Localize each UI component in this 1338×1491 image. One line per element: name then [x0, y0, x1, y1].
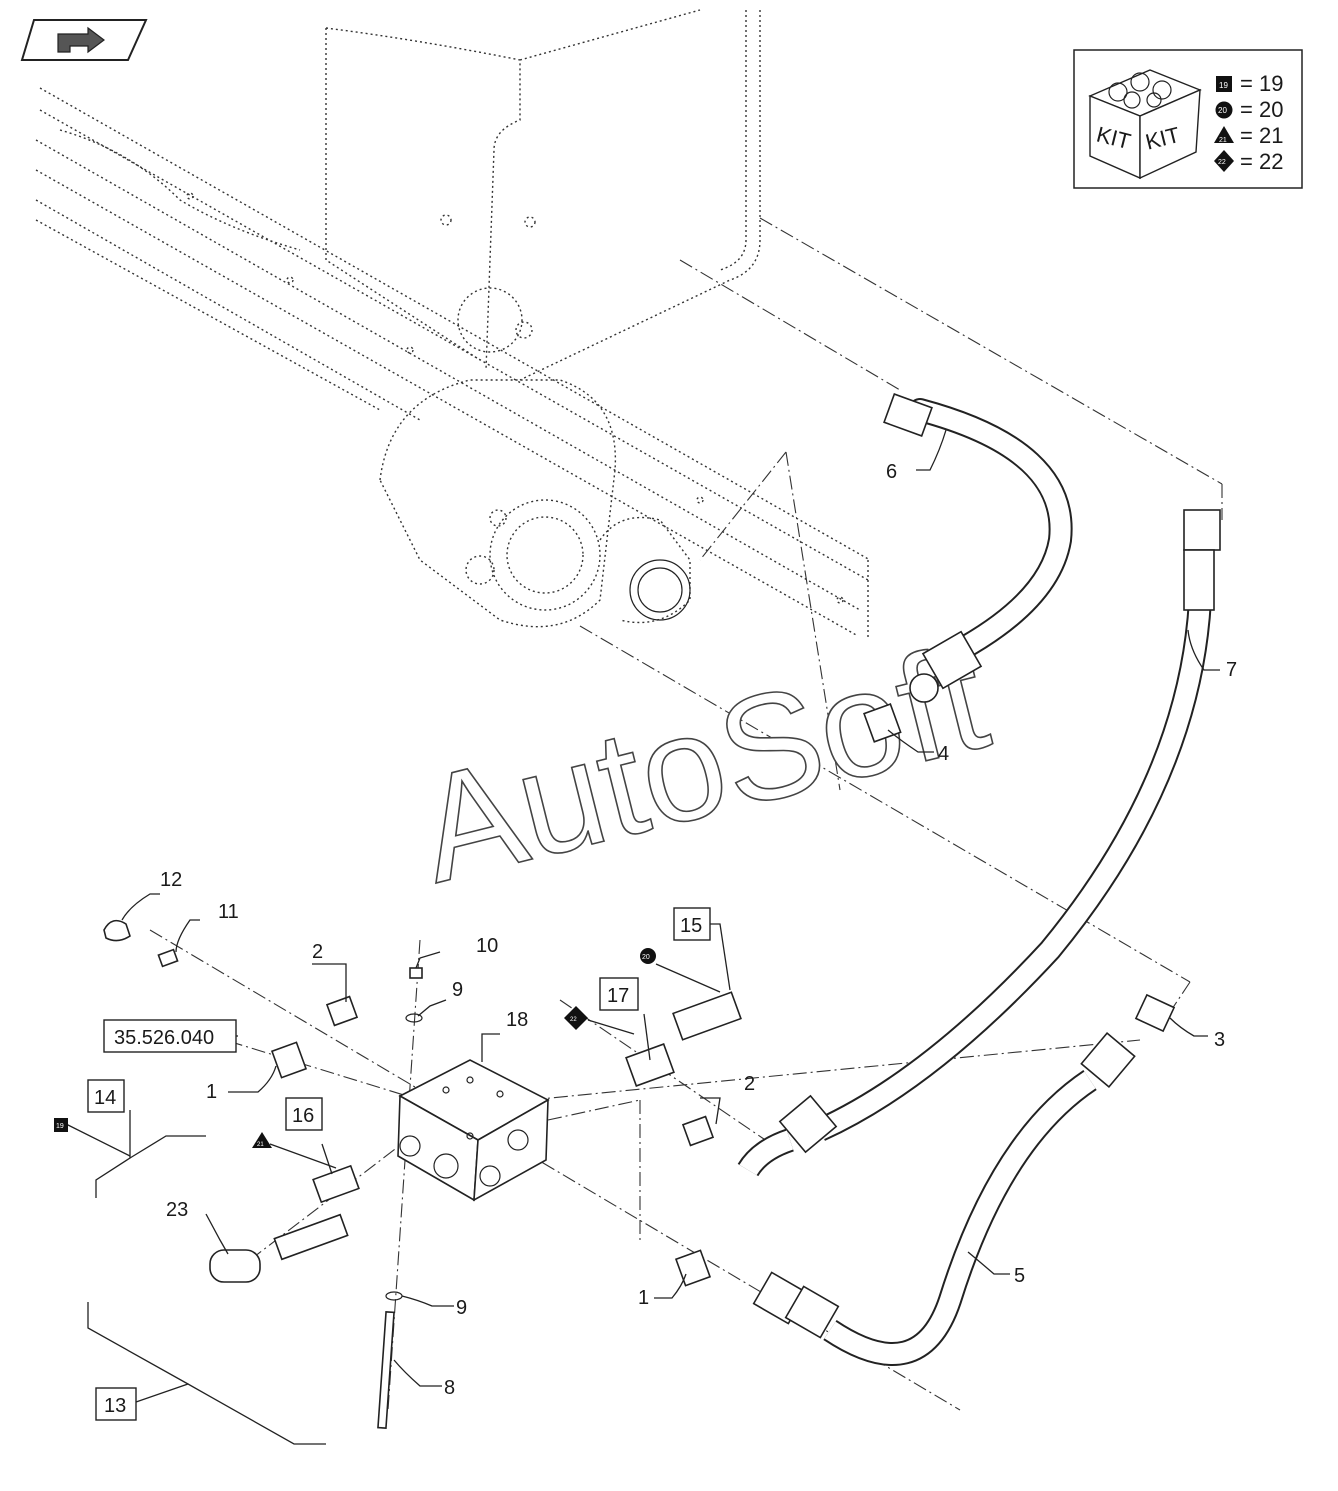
cartridge-17: [625, 1043, 675, 1087]
return-arrow-button[interactable]: [20, 19, 148, 61]
boxed-callout-13-text: 13: [104, 1395, 126, 1417]
leader-lines: [65, 429, 1220, 1445]
legend-item-20: 20 = 20: [1215, 97, 1283, 122]
watermark: AutoSoft: [403, 612, 1002, 914]
callout-2b: 2: [744, 1073, 755, 1095]
legend-item-19: 19 = 19: [1216, 71, 1283, 96]
kit-legend: KIT KIT 19 = 19 20 = 20 21 = 21 22 = 22: [1073, 49, 1303, 189]
legend-text-21: = 21: [1240, 123, 1283, 148]
valve-block-18: [397, 1059, 550, 1202]
boxed-callout-17[interactable]: 17: [599, 977, 639, 1011]
callout-11: 11: [218, 901, 239, 923]
cartridge-valve: [273, 1213, 349, 1261]
fitting-1b: [674, 1249, 712, 1287]
return-arrow-icon: [57, 26, 105, 54]
callout-8: 8: [444, 1377, 455, 1399]
legend-symbol-20: 20: [1218, 106, 1227, 115]
washer-9a: [405, 1013, 423, 1023]
callout-6: 6: [886, 461, 897, 483]
small-parts: [103, 919, 742, 1429]
cartridge-16: [312, 1164, 360, 1204]
symbol-markers: 19 20 21 22: [54, 948, 656, 1148]
fitting-11: [157, 948, 179, 968]
boxed-callout-15[interactable]: 15: [673, 907, 711, 941]
legend-text-22: = 22: [1240, 149, 1283, 174]
callout-4: 4: [938, 743, 949, 765]
boxed-callout-13[interactable]: 13: [95, 1387, 137, 1421]
callout-1b: 1: [638, 1287, 649, 1309]
circle-symbol-20: 20: [640, 948, 656, 964]
callout-5: 5: [1014, 1265, 1025, 1287]
hose-5: [752, 1031, 1136, 1366]
triangle-symbol-21-text: 21: [257, 1142, 264, 1148]
triangle-symbol-21: 21: [252, 1132, 272, 1148]
boxed-callout-ref[interactable]: 35.526.040: [103, 1019, 237, 1053]
legend-symbol-22: 22: [1218, 159, 1226, 166]
chassis-frame: [35, 9, 871, 640]
boxed-callout-16[interactable]: 16: [285, 1097, 323, 1131]
square-symbol-19-text: 19: [56, 1123, 64, 1130]
callout-10: 10: [476, 935, 498, 957]
boxed-callout-14[interactable]: 14: [87, 1079, 125, 1113]
boxed-callout-16-text: 16: [292, 1105, 314, 1127]
hose-6: [883, 393, 1073, 703]
boxed-callout-17-text: 17: [607, 985, 629, 1007]
coil-23: [209, 1249, 261, 1283]
callout-labels: 6 7 4 3 5 1 1 2 2 8 9 9 10 11 12 18 23: [160, 461, 1237, 1399]
callout-12: 12: [160, 869, 182, 891]
callout-1a: 1: [206, 1081, 217, 1103]
legend-symbol-21: 21: [1219, 137, 1227, 144]
callout-2a: 2: [312, 941, 323, 963]
callout-9a: 9: [452, 979, 463, 1001]
callout-7: 7: [1226, 659, 1237, 681]
washer-9b: [385, 1291, 403, 1301]
bolt-8: [377, 1311, 395, 1429]
diamond-symbol-22-text: 22: [570, 1017, 577, 1023]
legend-symbol-19: 19: [1219, 81, 1228, 90]
callout-3: 3: [1214, 1029, 1225, 1051]
boxed-callout-ref-text: 35.526.040: [114, 1027, 214, 1049]
circle-symbol-20-text: 20: [642, 954, 650, 961]
square-symbol-19: 19: [54, 1118, 68, 1132]
fitting-1a: [270, 1041, 308, 1079]
nut-10: [409, 967, 423, 979]
callout-23: 23: [166, 1199, 188, 1221]
boxed-callout-15-text: 15: [680, 915, 702, 937]
legend-item-21: 21 = 21: [1214, 123, 1283, 148]
hose-7: [737, 509, 1221, 1177]
pump-assembly: [379, 287, 691, 628]
legend-item-22: 22 = 22: [1214, 149, 1283, 174]
boxed-callout-14-text: 14: [94, 1087, 116, 1109]
fitting-3: [1134, 993, 1176, 1033]
cap-12: [103, 919, 131, 942]
boxed-callouts: 15 17 35.526.040 14 16 13: [87, 907, 711, 1421]
fitting-2b: [681, 1115, 715, 1147]
cartridge-15: [672, 991, 742, 1041]
kit-box-icon: KIT KIT: [1088, 69, 1202, 180]
diamond-symbol-22: 22: [564, 1006, 588, 1030]
callout-18: 18: [506, 1009, 528, 1031]
fitting-2a: [325, 995, 359, 1027]
legend-text-20: = 20: [1240, 97, 1283, 122]
legend-text-19: = 19: [1240, 71, 1283, 96]
callout-9b: 9: [456, 1297, 467, 1319]
